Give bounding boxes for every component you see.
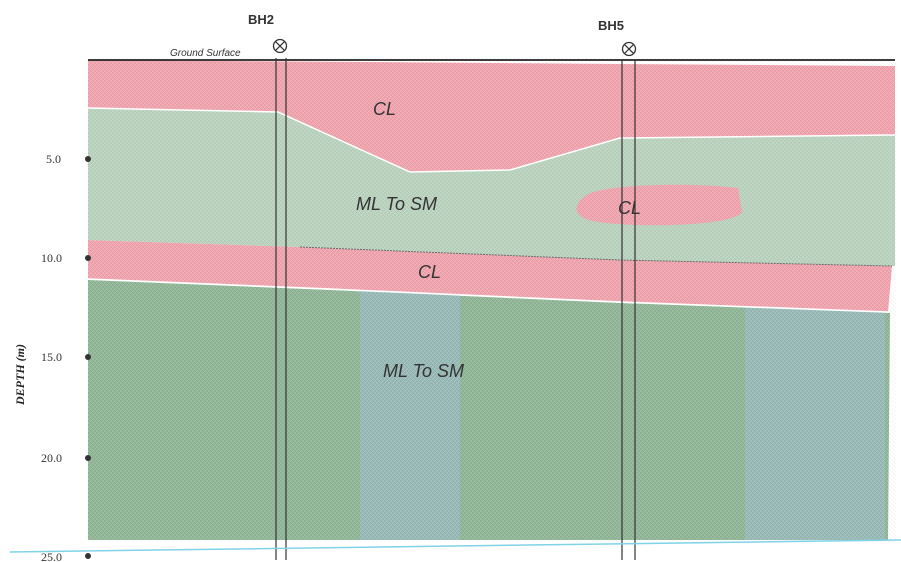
depth-axis-title: DEPTH (m) (13, 344, 27, 406)
layer-label-cl-top: CL (373, 99, 396, 119)
circle-cross-icon (621, 41, 637, 57)
layer-label-ml-to-sm-upper: ML To SM (356, 194, 437, 214)
depth-tick-label: 15.0 (41, 350, 62, 364)
depth-tick-label: 20.0 (41, 451, 62, 465)
layer-label-ml-to-sm-lower: ML To SM (383, 361, 464, 381)
scan-edge-line (9, 539, 901, 553)
depth-tick-label: 25.0 (41, 550, 62, 562)
circle-cross-icon (272, 38, 288, 54)
borehole-bh2 (275, 58, 287, 560)
depth-axis: 5.0 10.0 15.0 20.0 25.0 (41, 152, 91, 562)
borehole-bh5 (621, 60, 636, 560)
ground-surface-label: Ground Surface (170, 48, 241, 59)
depth-tick-label: 5.0 (46, 152, 61, 166)
hatch-texture (88, 58, 896, 542)
boundary-line (87, 278, 889, 313)
boundary-line (87, 107, 896, 173)
layer-label-cl-middle: CL (418, 262, 441, 282)
boundary-line (299, 246, 893, 267)
borehole-label-bh5: BH5 (598, 18, 624, 33)
depth-tick-label: 10.0 (41, 251, 62, 265)
borehole-label-bh2: BH2 (248, 12, 274, 27)
layer-label-cl-lens: CL (618, 198, 641, 218)
